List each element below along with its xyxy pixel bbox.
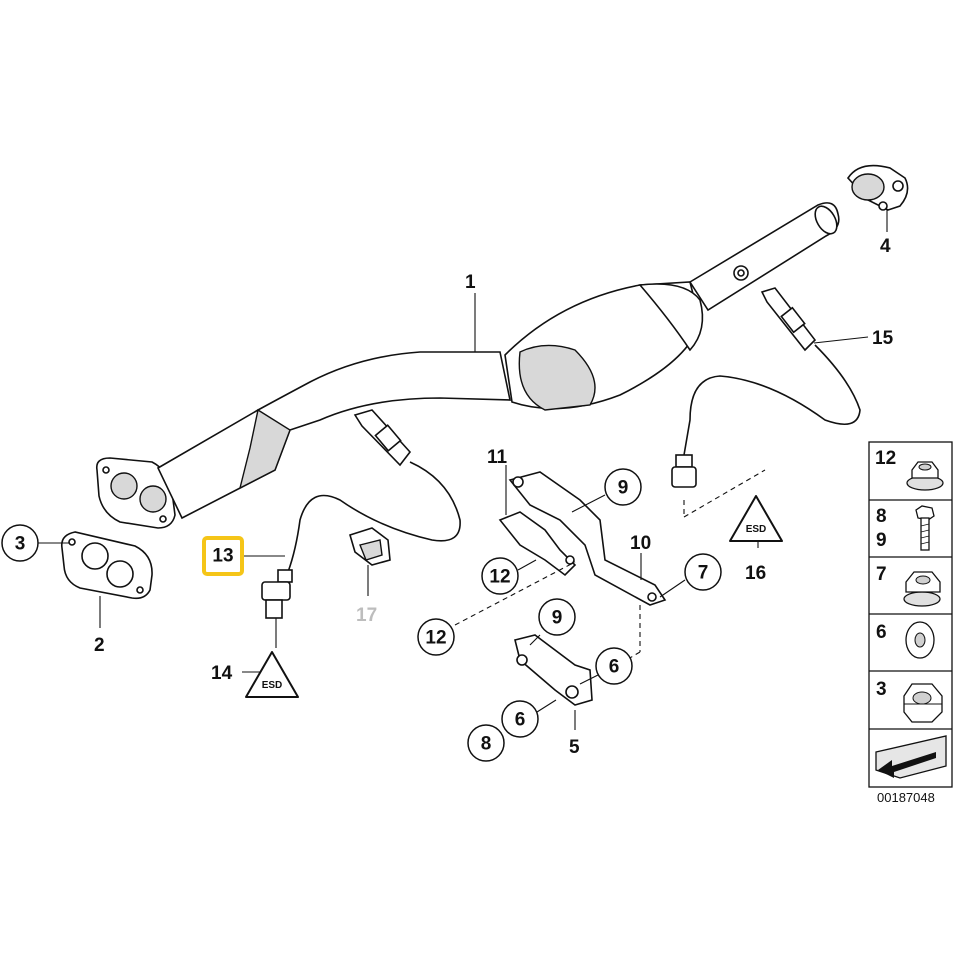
callout-14: 14 bbox=[211, 663, 233, 684]
svg-text:12: 12 bbox=[425, 628, 446, 649]
callout-17: 17 bbox=[356, 605, 377, 626]
esd-warning-icon-14: ESD bbox=[245, 651, 299, 698]
callout-2: 2 bbox=[94, 635, 105, 656]
svg-text:7: 7 bbox=[698, 563, 709, 584]
exhaust-pipe-catalytic-converter[interactable] bbox=[95, 202, 842, 529]
callout-13-highlighted[interactable]: 13 bbox=[202, 536, 244, 576]
mounting-bracket-upper[interactable] bbox=[498, 471, 667, 606]
callout-5: 5 bbox=[569, 737, 580, 758]
hex-nut-icon bbox=[903, 571, 941, 607]
callout-6-left: 6 bbox=[501, 700, 539, 738]
washer-icon bbox=[905, 621, 935, 659]
flange-nut-icon bbox=[906, 461, 944, 491]
flange-gasket[interactable] bbox=[60, 531, 153, 600]
self-locking-nut-icon bbox=[903, 683, 943, 723]
front-oxygen-sensor[interactable] bbox=[261, 409, 461, 619]
callout-8: 8 bbox=[467, 724, 505, 762]
side-row-label-8: 8 bbox=[876, 506, 887, 527]
callout-12-upper: 12 bbox=[481, 557, 519, 595]
svg-text:12: 12 bbox=[489, 567, 510, 588]
cable-holder[interactable] bbox=[349, 527, 391, 566]
svg-text:9: 9 bbox=[618, 478, 629, 499]
rear-oxygen-sensor[interactable] bbox=[671, 287, 861, 488]
diagram-number: 00187048 bbox=[877, 790, 935, 805]
svg-text:9: 9 bbox=[552, 608, 563, 629]
svg-text:6: 6 bbox=[515, 710, 526, 731]
callout-9-upper: 9 bbox=[604, 468, 642, 506]
svg-text:6: 6 bbox=[609, 657, 620, 678]
callout-4: 4 bbox=[880, 236, 891, 257]
bolt-icon bbox=[915, 505, 935, 551]
side-row-label-9: 9 bbox=[876, 530, 887, 551]
callout-12-lower: 12 bbox=[417, 618, 455, 656]
svg-text:8: 8 bbox=[481, 734, 492, 755]
svg-text:ESD: ESD bbox=[746, 524, 767, 535]
side-row-label-7: 7 bbox=[876, 564, 887, 585]
callout-16: 16 bbox=[745, 563, 766, 584]
svg-text:3: 3 bbox=[15, 534, 26, 555]
callout-1: 1 bbox=[465, 272, 476, 293]
side-row-label-6: 6 bbox=[876, 622, 887, 643]
panel-arrow-icon bbox=[875, 735, 947, 779]
callout-10: 10 bbox=[630, 533, 651, 554]
side-panel: 12 8 9 7 6 3 bbox=[868, 441, 953, 788]
callout-15: 15 bbox=[872, 328, 894, 349]
callout-7: 7 bbox=[684, 553, 722, 591]
callout-11: 11 bbox=[487, 447, 508, 468]
mounting-bracket-lower[interactable] bbox=[514, 634, 593, 706]
side-row-label-12: 12 bbox=[875, 448, 896, 469]
callout-3: 3 bbox=[1, 524, 39, 562]
pipe-clamp[interactable] bbox=[846, 164, 909, 211]
side-row-label-3: 3 bbox=[876, 679, 887, 700]
svg-text:ESD: ESD bbox=[262, 680, 283, 691]
callout-9-lower: 9 bbox=[538, 598, 576, 636]
callout-6-right: 6 bbox=[595, 647, 633, 685]
svg-text:13: 13 bbox=[212, 546, 233, 567]
esd-warning-icon-16: ESD bbox=[729, 495, 783, 542]
